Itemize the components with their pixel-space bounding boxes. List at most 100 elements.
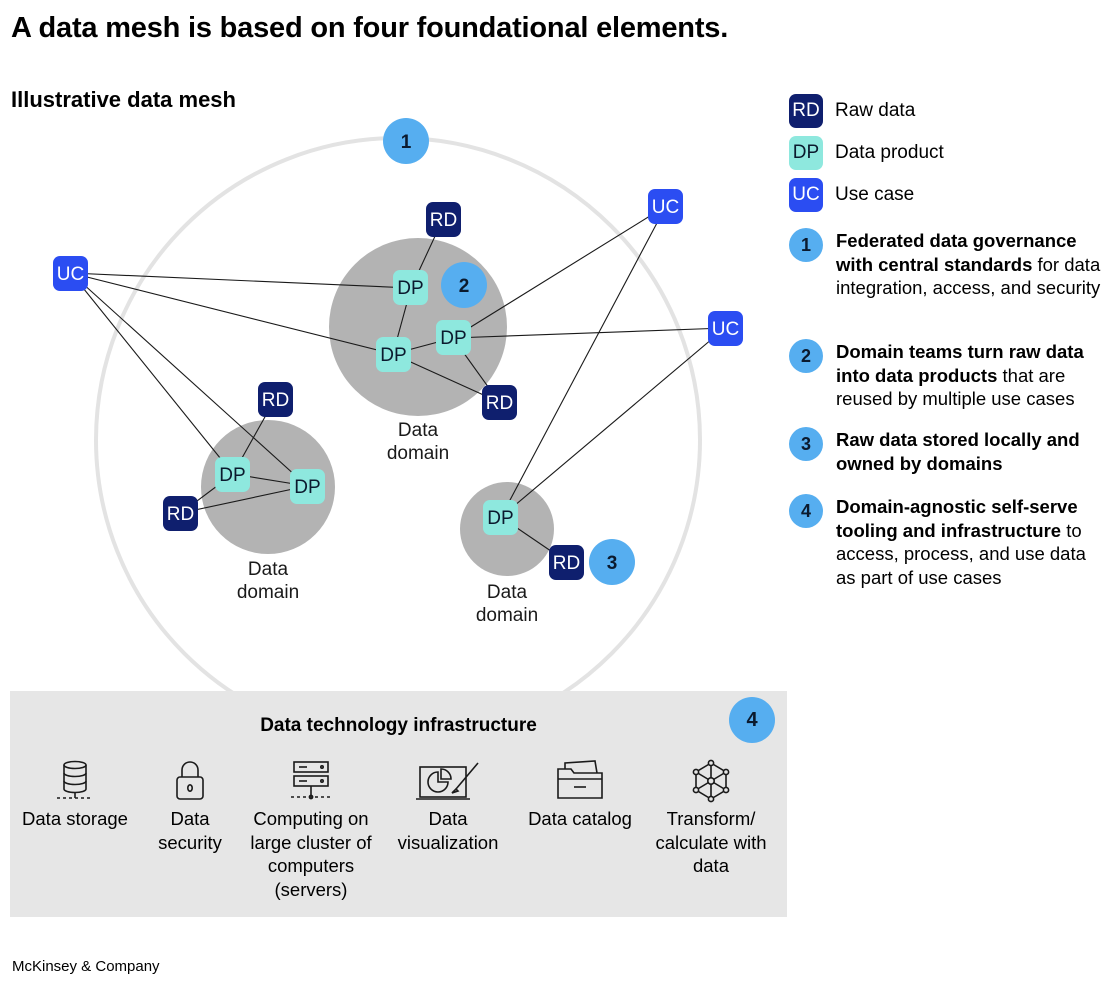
legend-label: Raw data [835,100,916,121]
number-circle: 1 [789,228,823,262]
footer-credit: McKinsey & Company [12,958,160,975]
badge-label: RD [553,553,580,574]
badge-label: RD [262,390,289,411]
infrastructure-title: Data technology infrastructure [260,715,537,736]
infra-item-label: Data [170,808,210,829]
infra-item-label: data [692,855,729,876]
number-label: 2 [459,276,470,297]
data-product-badge: DP [483,500,518,535]
raw-data-badge: RD [549,545,584,580]
badge-label: DP [219,465,245,486]
infra-item-label: Data catalog [528,808,632,829]
use-case-badge: UC [53,256,88,291]
infra-item-data-security: Data security [145,759,235,854]
infra-item-label: Computing on [253,808,369,829]
element-bold-text: Domain-agnostic self-serve tooling and i… [836,496,1078,541]
badge-label: UC [57,264,84,285]
infra-item-data-storage: Data storage [10,759,140,831]
raw-data-badge: RD [163,496,198,531]
element-bold-text: Domain teams turn raw data into data pro… [836,341,1084,386]
data-product-legend-badge: DP [789,136,823,170]
lock-icon [176,761,204,800]
badge-label: DP [294,477,320,498]
raw-data-badge: RD [426,202,461,237]
infra-item-label: visualization [397,831,499,853]
page-title: A data mesh is based on four foundationa… [11,12,729,44]
number-label: 1 [401,132,412,153]
legend-item-use-case: UC Use case [789,178,914,212]
badge-label: RD [167,504,194,525]
infra-item-label: Data storage [22,808,128,829]
infra-item-label: (servers) [274,878,348,900]
number-label: 3 [607,553,618,574]
infra-item-computing: Computing on large cluster of computers … [240,759,382,901]
use-case-badge: UC [648,189,683,224]
use-case-badge: UC [708,311,743,346]
raw-data-badge: RD [482,385,517,420]
use-case-legend-badge: UC [789,178,823,212]
legend-item-raw-data: RD Raw data [789,94,915,128]
infra-item-data-visualization: Data visualization [390,759,506,854]
data-product-badge: DP [436,320,471,355]
folder-icon [557,760,603,799]
element-bold-text: Federated data governance with central s… [836,230,1077,275]
visualization-icon [416,762,479,800]
element-rest-text: to access, process, and use data as part… [836,519,1086,588]
data-product-badge: DP [376,337,411,372]
badge-label: RD [430,210,457,231]
data-domain-circle [329,238,507,416]
domain-label-line: domain [237,582,299,603]
governance-number-circle: 1 [383,118,429,164]
data-product-badge: DP [393,270,428,305]
raw-data-badge: RD [258,382,293,417]
badge-label: DP [487,508,513,529]
element-text: Domain teams turn raw data into data pro… [836,340,1108,411]
server-icon [291,761,331,800]
legend-label: Data product [835,142,944,163]
diagram-subtitle: Illustrative data mesh [11,87,236,112]
element-text: Raw data stored locally and owned by dom… [836,428,1108,475]
element-rest-text: that are reused by multiple use cases [836,364,1075,410]
data-product-badge: DP [215,457,250,492]
data-domain-label: Data domain [237,559,299,603]
database-icon [57,760,93,799]
badge-label: UC [712,319,739,340]
infra-item-label: Transform/ [666,808,756,829]
element-text: Federated data governance with central s… [836,229,1108,300]
badge-label: RD [486,393,513,414]
infra-item-data-catalog: Data catalog [520,759,640,831]
badge-label: UC [652,197,679,218]
infra-item-label: computers [267,855,355,876]
badge-label: DP [397,278,423,299]
domain-label-line: Data [248,559,289,580]
number-circle: 3 [789,427,823,461]
domain-teams-number-circle: 2 [441,262,487,308]
infrastructure-panel: Data technology infrastructure 4 Data st… [10,691,787,917]
number-circle: 2 [789,339,823,373]
element-rest-text: for data integration, access, and securi… [836,253,1101,299]
infrastructure-number-circle: 4 [729,697,775,743]
legend-item-data-product: DP Data product [789,136,944,170]
domain-label-line: domain [387,443,449,464]
data-domain-label: Data domain [387,420,449,464]
element-text: Domain-agnostic self-serve tooling and i… [836,495,1108,589]
element-bold-text: Raw data stored locally and owned by dom… [836,429,1080,474]
domain-label-line: domain [476,605,538,626]
raw-data-number-circle: 3 [589,539,635,585]
badge-label: DP [380,345,406,366]
domain-label-line: Data [487,582,528,603]
data-product-badge: DP [290,469,325,504]
badge-label: DP [440,328,466,349]
network-icon [692,759,730,803]
infra-item-label: Data [428,808,468,829]
data-domain-circle [201,420,335,554]
infra-item-label: calculate with [655,831,767,853]
infra-item-transform: Transform/ calculate with data [647,759,775,878]
infra-item-label: large cluster of [250,831,372,853]
number-circle: 4 [789,494,823,528]
data-domain-label: Data domain [476,582,538,626]
infra-item-label: security [158,831,222,853]
raw-data-legend-badge: RD [789,94,823,128]
legend-label: Use case [835,184,915,205]
domain-label-line: Data [398,420,439,441]
